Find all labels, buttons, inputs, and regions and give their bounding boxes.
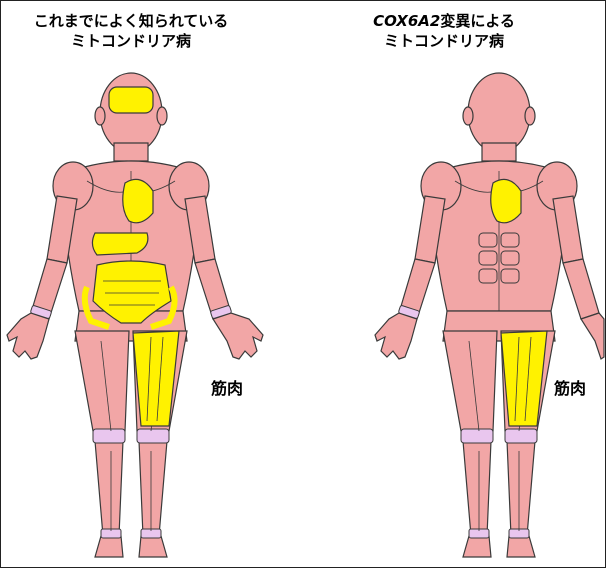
lower-leg-left: [463, 441, 491, 536]
abdominal-muscle: [479, 269, 497, 283]
head: [468, 73, 530, 153]
body-figure: [1, 1, 304, 567]
panel-known-mitochondrial-disease: これまでによく知られている ミトコンドリア病: [1, 1, 304, 567]
knee-right: [505, 429, 537, 443]
hand-right: [581, 313, 604, 359]
brain: [109, 87, 153, 113]
hand-left: [375, 313, 417, 359]
knee-right: [137, 429, 169, 443]
abdominal-muscle: [501, 233, 519, 247]
abdominal-muscle: [501, 251, 519, 265]
organ-label-muscle: 筋肉: [211, 375, 243, 399]
abdominal-muscle: [501, 269, 519, 283]
ear-left: [463, 107, 473, 125]
abdominal-muscle: [479, 251, 497, 265]
heart: [491, 179, 521, 222]
forearm-right: [563, 259, 599, 319]
ear-left: [95, 107, 105, 125]
lower-leg-left: [95, 441, 123, 536]
ear-right: [525, 107, 535, 125]
organ-label-muscle: 筋肉: [554, 375, 586, 399]
heart: [123, 179, 153, 222]
abdominal-muscle: [479, 233, 497, 247]
panel-cox6a2-mitochondrial-disease: COX6A2変異による ミトコンドリア病: [304, 1, 606, 567]
hand-right: [213, 313, 263, 359]
lower-leg-right: [139, 441, 167, 536]
neck: [114, 143, 148, 161]
thigh-left: [75, 331, 129, 431]
lower-leg-right: [507, 441, 535, 536]
liver: [92, 233, 147, 255]
foot-left: [463, 536, 491, 557]
body-figure: [304, 1, 606, 567]
hand-left: [7, 313, 49, 359]
foot-right: [139, 536, 167, 557]
ear-right: [157, 107, 167, 125]
knee-left: [93, 429, 125, 443]
foot-left: [95, 536, 123, 557]
knee-left: [461, 429, 493, 443]
foot-right: [507, 536, 535, 557]
thigh-left: [443, 331, 497, 431]
neck: [482, 143, 516, 161]
